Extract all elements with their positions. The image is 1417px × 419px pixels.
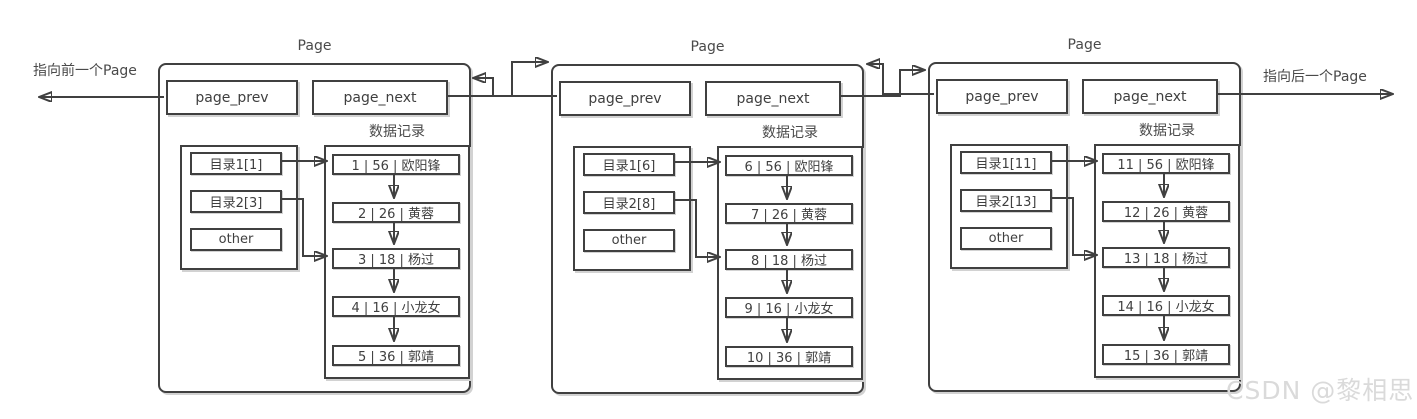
- prev-page-label: 指向前一个Page: [33, 63, 137, 79]
- records-container: 11 | 56 | 欧阳锋 12 | 26 | 黄蓉 13 | 18 | 杨过 …: [1094, 144, 1240, 378]
- page-title: Page: [297, 38, 332, 54]
- page-2: Page page_prev page_next 数据记录 目录1[6] 目录2…: [551, 39, 864, 394]
- page3-prev-pointer-arrow: [868, 64, 934, 95]
- record-row: 1 | 56 | 欧阳锋: [332, 154, 460, 175]
- record-row: 11 | 56 | 欧阳锋: [1102, 153, 1230, 174]
- page-title: Page: [690, 39, 725, 55]
- record-row: 8 | 18 | 杨过: [725, 249, 853, 270]
- record-row: 15 | 36 | 郭靖: [1102, 344, 1230, 365]
- page2-prev-pointer-arrow: [474, 78, 557, 97]
- record-row: 10 | 36 | 郭靖: [725, 346, 853, 367]
- data-records-label: 数据记录: [1139, 123, 1195, 139]
- directory-container: 目录1[11] 目录2[13] other: [950, 144, 1068, 269]
- page-title: Page: [1067, 37, 1102, 53]
- directory-entry: 目录2[8]: [583, 191, 675, 214]
- record-row: 4 | 16 | 小龙女: [332, 296, 460, 317]
- directory-entry: other: [583, 229, 675, 252]
- page-prev-field: page_prev: [559, 81, 691, 116]
- page-prev-field: page_prev: [936, 79, 1068, 114]
- directory-entry: 目录2[13]: [960, 189, 1052, 212]
- page-next-field: page_next: [312, 80, 448, 115]
- record-row: 14 | 16 | 小龙女: [1102, 295, 1230, 316]
- record-row: 3 | 18 | 杨过: [332, 248, 460, 269]
- directory-container: 目录1[6] 目录2[8] other: [573, 146, 691, 271]
- page-prev-field: page_prev: [166, 80, 298, 115]
- page-box: page_prev page_next 数据记录 目录1[6] 目录2[8] o…: [551, 64, 864, 394]
- csdn-watermark: CSDN @黎相思: [1226, 376, 1415, 405]
- page-next-field: page_next: [1082, 79, 1218, 114]
- page-box: page_prev page_next 数据记录 目录1[1] 目录2[3] o…: [158, 63, 471, 393]
- record-row: 5 | 36 | 郭靖: [332, 345, 460, 366]
- data-records-label: 数据记录: [369, 124, 425, 140]
- record-row: 13 | 18 | 杨过: [1102, 247, 1230, 268]
- records-container: 1 | 56 | 欧阳锋 2 | 26 | 黄蓉 3 | 18 | 杨过 4 |…: [324, 145, 470, 379]
- data-records-label: 数据记录: [762, 125, 818, 141]
- records-container: 6 | 56 | 欧阳锋 7 | 26 | 黄蓉 8 | 18 | 杨过 9 |…: [717, 146, 863, 380]
- directory-entry: other: [190, 228, 282, 251]
- directory-entry: 目录1[11]: [960, 151, 1052, 174]
- directory-entry: 目录1[1]: [190, 152, 282, 175]
- record-row: 9 | 16 | 小龙女: [725, 297, 853, 318]
- record-row: 2 | 26 | 黄蓉: [332, 202, 460, 223]
- record-row: 6 | 56 | 欧阳锋: [725, 155, 853, 176]
- directory-entry: 目录1[6]: [583, 153, 675, 176]
- directory-entry: 目录2[3]: [190, 190, 282, 213]
- record-row: 7 | 26 | 黄蓉: [725, 203, 853, 224]
- page-1: Page page_prev page_next 数据记录 目录1[1] 目录2…: [158, 38, 471, 393]
- page-box: page_prev page_next 数据记录 目录1[11] 目录2[13]…: [928, 62, 1241, 392]
- page-next-field: page_next: [705, 81, 841, 116]
- directory-entry: other: [960, 227, 1052, 250]
- record-row: 12 | 26 | 黄蓉: [1102, 201, 1230, 222]
- page-3: Page page_prev page_next 数据记录 目录1[11] 目录…: [928, 37, 1241, 392]
- next-page-label: 指向后一个Page: [1263, 69, 1367, 85]
- directory-container: 目录1[1] 目录2[3] other: [180, 145, 298, 270]
